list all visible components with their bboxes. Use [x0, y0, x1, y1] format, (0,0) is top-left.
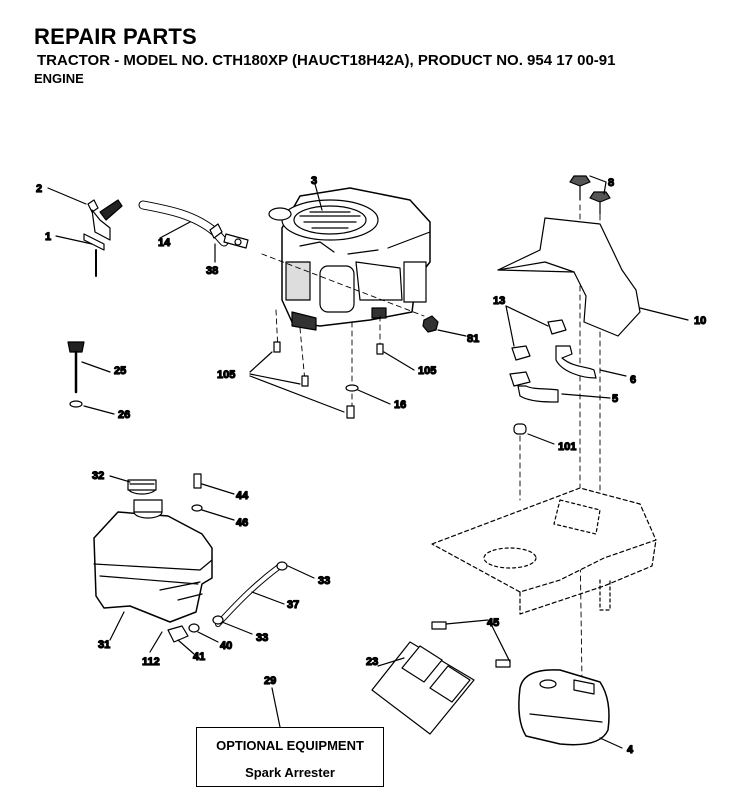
- page-title: REPAIR PARTS: [34, 24, 197, 49]
- callout-41: 41: [193, 651, 205, 663]
- fuel-tank-drawing: [93, 479, 213, 623]
- callout-10: 10: [694, 315, 706, 327]
- callout-16: 16: [394, 399, 406, 411]
- callout-38: 38: [206, 265, 218, 277]
- callout-29: 29: [264, 675, 276, 687]
- callout-8: 8: [608, 177, 614, 189]
- callout-23: 23: [366, 656, 378, 668]
- callout-4: 4: [627, 744, 634, 756]
- callout-33-top: 33: [318, 575, 330, 587]
- callout-31: 31: [98, 639, 110, 651]
- section-label: ENGINE: [34, 71, 84, 86]
- fuel-hose-drawing: [138, 200, 249, 249]
- frame-drawing: [431, 487, 657, 615]
- callout-45: 45: [487, 617, 499, 629]
- callout-3: 3: [311, 175, 317, 187]
- optional-equipment-box: OPTIONAL EQUIPMENT Spark Arrester: [196, 727, 384, 787]
- callout-33-bottom: 33: [256, 632, 268, 644]
- bolt-hardware-drawing: [273, 341, 384, 419]
- callout-44: 44: [236, 490, 249, 502]
- muffler-drawing: [518, 669, 610, 746]
- exhaust-pipes-drawing: [509, 319, 597, 435]
- callout-81: 81: [467, 333, 479, 345]
- callout-13: 13: [493, 295, 505, 307]
- callout-101: 101: [558, 441, 576, 453]
- engine-drawing: [268, 187, 431, 331]
- callout-105-right: 105: [418, 365, 436, 377]
- callout-40: 40: [220, 640, 232, 652]
- muffler-shield-drawing: [371, 621, 511, 735]
- callout-26: 26: [118, 409, 130, 421]
- callout-2: 2: [36, 183, 42, 195]
- callout-46: 46: [236, 517, 248, 529]
- callout-1: 1: [45, 231, 51, 243]
- page-subtitle: TRACTOR - MODEL NO. CTH180XP (HAUCT18H42…: [37, 52, 616, 69]
- callout-5: 5: [612, 393, 618, 405]
- optional-equipment-title: OPTIONAL EQUIPMENT: [216, 738, 364, 753]
- callout-6: 6: [630, 374, 636, 386]
- callout-25: 25: [114, 365, 126, 377]
- callout-32: 32: [92, 470, 104, 482]
- callout-14: 14: [158, 237, 171, 249]
- optional-equipment-item: Spark Arrester: [245, 765, 335, 780]
- dipstick-drawing: [67, 341, 85, 408]
- heat-shield-drawing: [497, 175, 641, 337]
- throttle-bracket-drawing: [83, 199, 123, 277]
- callout-105-left: 105: [217, 369, 235, 381]
- callout-37: 37: [287, 599, 299, 611]
- callout-112: 112: [142, 656, 160, 668]
- fuel-line-drawing: [167, 561, 288, 643]
